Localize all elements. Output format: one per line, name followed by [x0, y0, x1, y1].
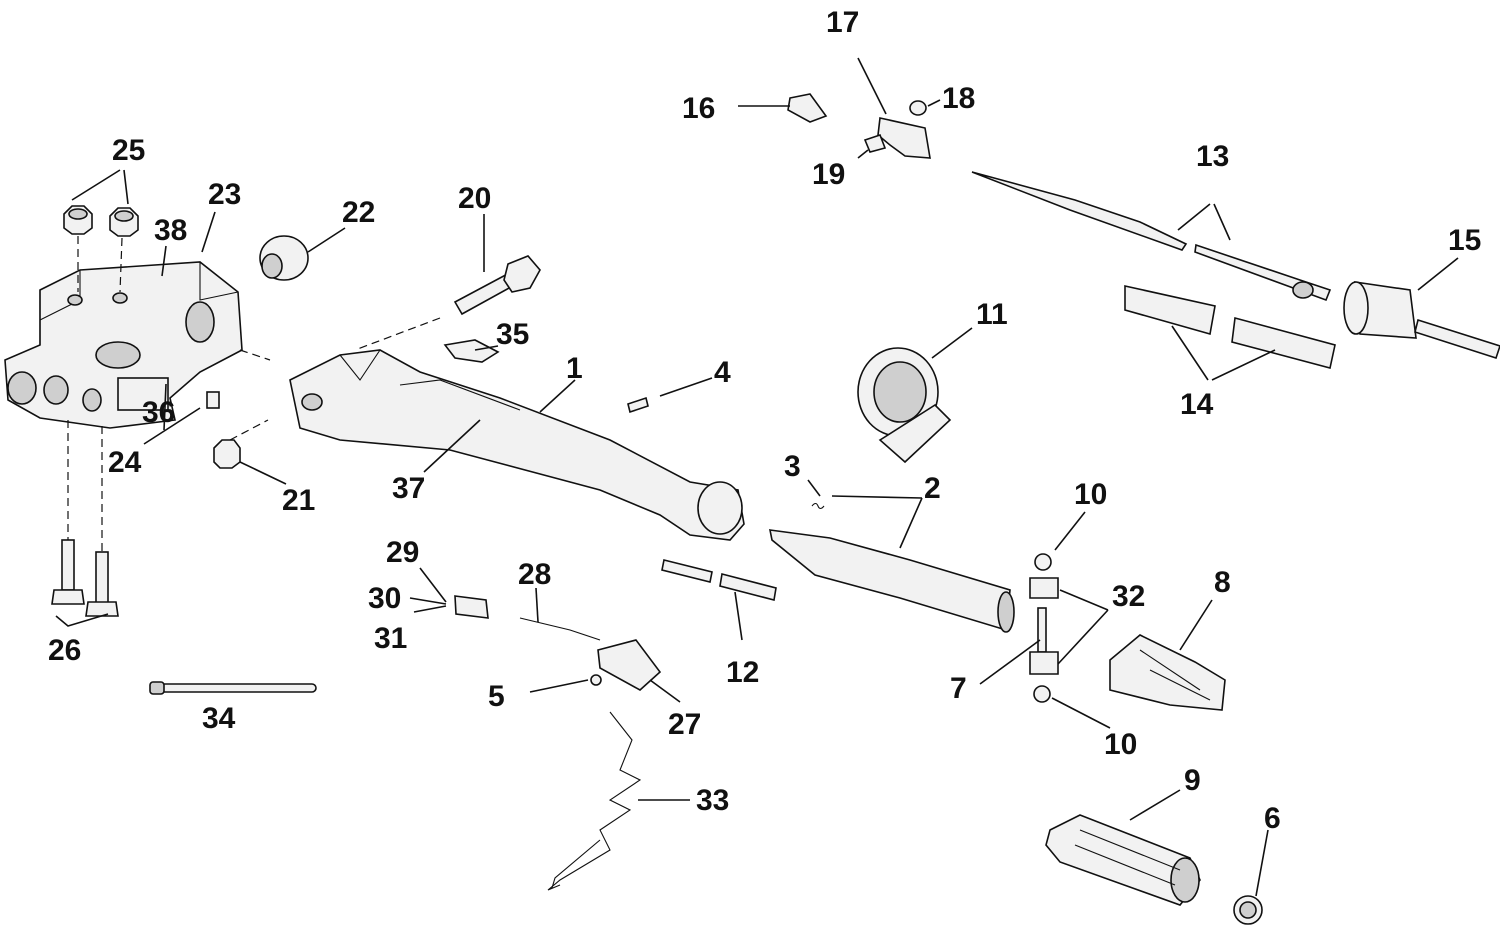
callout-25: 25: [112, 134, 145, 167]
tie-strap-part: [149, 681, 317, 695]
callout-35: 35: [496, 318, 529, 351]
stop-switch-part: [519, 617, 662, 691]
damper-part: [1343, 281, 1500, 360]
clip-part: [443, 339, 500, 363]
friction-ring-part: [857, 347, 952, 464]
callout-10b: 10: [1104, 728, 1137, 761]
alignment-lines: [67, 236, 441, 552]
callout-21: 21: [282, 484, 315, 517]
callout-37: 37: [392, 472, 425, 505]
callout-14: 14: [1180, 388, 1214, 421]
callout-1: 1: [566, 352, 583, 385]
nut-part: [63, 205, 139, 237]
tiller-arm-part: [289, 349, 745, 541]
callout-36: 36: [142, 396, 175, 429]
callout-15: 15: [1448, 224, 1481, 257]
callout-34: 34: [202, 702, 236, 735]
callout-32: 32: [1112, 580, 1145, 613]
bushing-stack-part: [1029, 553, 1059, 703]
callout-8: 8: [1214, 566, 1231, 599]
screw-part: [206, 391, 220, 409]
callout-22: 22: [342, 196, 375, 229]
callout-3: 3: [784, 450, 801, 483]
callout-13: 13: [1196, 140, 1229, 173]
callout-28: 28: [518, 558, 551, 591]
callout-11: 11: [976, 298, 1008, 331]
callout-27: 27: [668, 708, 701, 741]
sleeve-part: [1124, 285, 1336, 369]
callout-38: 38: [154, 214, 187, 247]
callout-5: 5: [488, 680, 505, 713]
cable-bracket-part: [787, 93, 931, 159]
handle-grip-part: [1045, 814, 1201, 906]
callout-10a: 10: [1074, 478, 1107, 511]
callout-23: 23: [208, 178, 241, 211]
grip-insert-part: [1109, 634, 1226, 711]
throttle-cable-part: [971, 171, 1332, 302]
callout-18: 18: [942, 82, 975, 115]
callout-29: 29: [386, 536, 419, 569]
small-nut-part: [213, 439, 241, 469]
callout-16: 16: [682, 92, 715, 125]
callout-30: 30: [368, 582, 401, 615]
pin-part: [627, 396, 649, 414]
callout-24: 24: [108, 446, 142, 479]
pin-pair-part: [661, 559, 777, 601]
callout-12: 12: [726, 656, 759, 689]
callout-33: 33: [696, 784, 729, 817]
end-cap-part: [1233, 895, 1263, 925]
lanyard-part: [547, 711, 642, 891]
connector-part: [454, 595, 489, 619]
washer-part: [259, 235, 309, 281]
callout-4: 4: [714, 356, 731, 389]
bracket-block-part: [4, 261, 243, 429]
leader-lines: [55, 57, 1459, 897]
callout-9: 9: [1184, 764, 1201, 797]
callout-17: 17: [826, 6, 859, 39]
small-spring-part: [811, 502, 825, 510]
callout-20: 20: [458, 182, 491, 215]
callout-6: 6: [1264, 802, 1281, 835]
callout-7: 7: [950, 672, 967, 705]
callout-2: 2: [924, 472, 941, 505]
long-bolt-part: [453, 255, 541, 316]
callout-26: 26: [48, 634, 81, 667]
callout-31: 31: [374, 622, 407, 655]
bolt-part: [51, 539, 119, 617]
callout-19: 19: [812, 158, 845, 191]
throttle-shaft-part: [768, 529, 1015, 633]
